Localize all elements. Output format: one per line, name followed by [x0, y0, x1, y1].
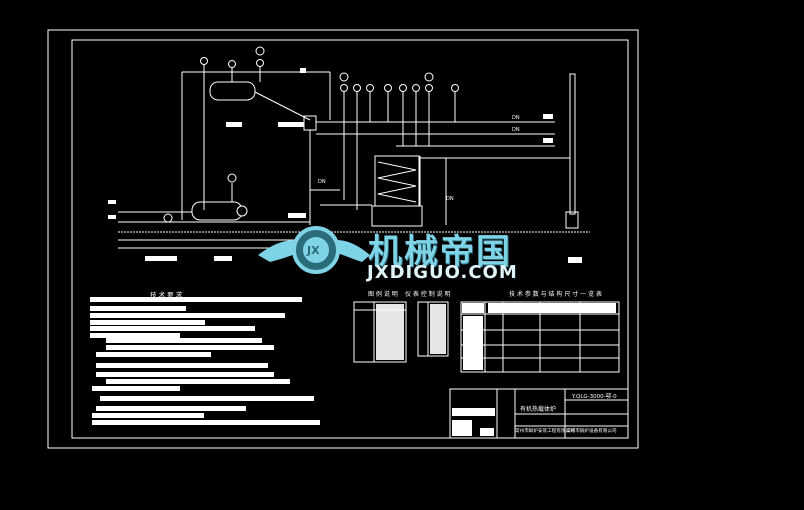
instrument-gauges [163, 46, 459, 223]
company-name: 常州市锅炉设备有限公司 [566, 429, 617, 434]
drawing-title: 有机热载体炉 [520, 406, 557, 413]
instrument-table-fill [430, 304, 446, 354]
outer-frame [47, 29, 639, 449]
technical-notes-block [90, 297, 320, 425]
design-company: 常州市鲜炉安装工程有限公司 [515, 429, 575, 434]
watermark: JX 机械帝国 JXDIGUO.COM [255, 222, 555, 288]
watermark-logo [258, 226, 370, 274]
legend-title: 图 例 说 明 [368, 291, 398, 298]
drawing-number: Y.QLG-3000-鄂-0 [572, 394, 617, 400]
pipe-label: DN [512, 115, 520, 121]
notes-title: 技 术 要 求 [150, 291, 183, 299]
pipe-label: DN [512, 127, 520, 133]
legend-table-fill [376, 304, 404, 360]
pipe-label: DN [446, 196, 454, 202]
equipment-tags [108, 68, 582, 263]
instrument-title: 仪 表 控 制 说 明 [405, 291, 451, 298]
spec-title: 技 术 参 数 与 结 构 尺 寸 一 览 表 [509, 291, 602, 298]
pipe-label: DN [318, 179, 326, 185]
spec-table-fill [462, 303, 616, 370]
title-block-fill [452, 408, 495, 436]
spec-table [460, 301, 620, 373]
instrument-table [417, 301, 449, 357]
watermark-cn: 机械帝国 [368, 232, 512, 272]
title-block [449, 388, 629, 439]
inner-frame [71, 39, 629, 439]
watermark-logo-text: JX [307, 244, 320, 257]
watermark-en: JXDIGUO.COM [367, 262, 518, 283]
piping-system [118, 60, 579, 249]
